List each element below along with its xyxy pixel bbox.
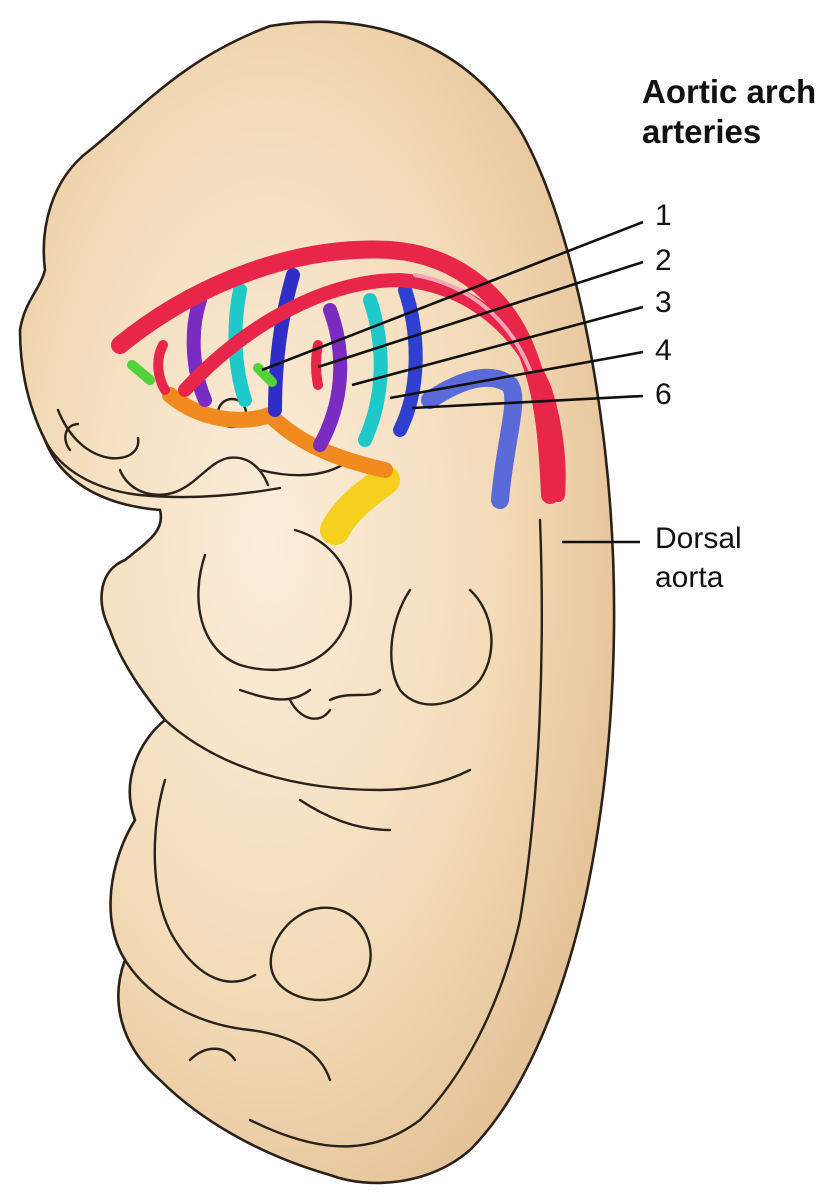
- arch-label-4: 4: [655, 334, 672, 367]
- arch-label-2: 2: [655, 244, 672, 277]
- arch-label-1: 1: [655, 199, 672, 232]
- embryo-body: [20, 22, 614, 1183]
- embryo-silhouette: [20, 22, 614, 1183]
- arch-label-3: 3: [655, 286, 672, 319]
- dorsal-aorta-label-line2: aorta: [655, 561, 724, 594]
- dorsal-aorta-label-line1: Dorsal: [655, 522, 742, 555]
- figure-title-line2: arteries: [642, 113, 761, 150]
- arch-label-6: 6: [655, 378, 672, 411]
- figure-title-line1: Aortic arch: [642, 73, 816, 110]
- arch-1b-stub: [316, 345, 318, 385]
